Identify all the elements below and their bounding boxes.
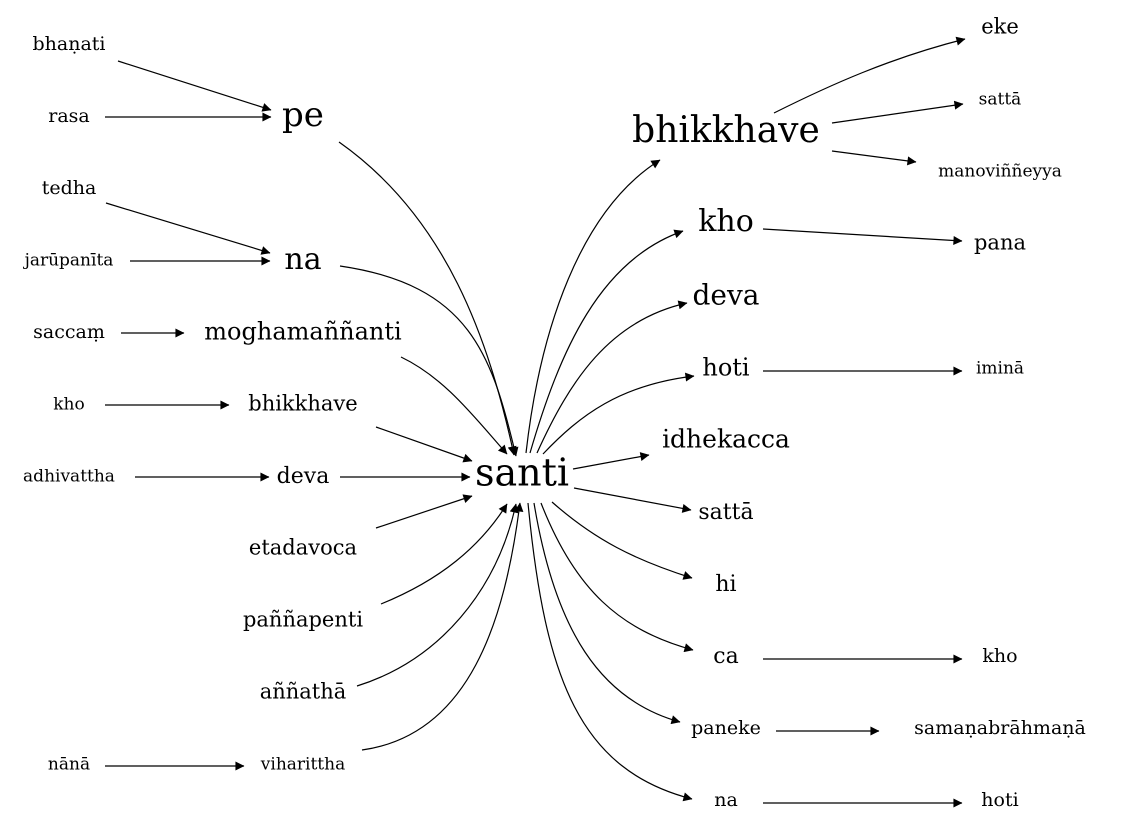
nodes-group: santi bhaṇati rasa pe tedha jarūpanīta na sacca… — [23, 15, 1086, 812]
edge-annatha-to-santi — [356, 503, 519, 687]
edges-group — [105, 36, 966, 808]
node-adhivattha: adhivattha — [23, 467, 115, 487]
edge-pe-to-santi — [338, 141, 517, 456]
node-etadavoca: etadavoca — [249, 536, 357, 560]
node-eke: eke — [981, 15, 1019, 39]
node-satta-r: sattā — [698, 500, 753, 525]
edge-santi-to-satta_r — [573, 487, 692, 513]
node-satta-t: sattā — [979, 90, 1022, 110]
node-annatha: aññathā — [260, 680, 347, 704]
edge-santi-to-ca — [540, 502, 694, 653]
edge-viharittha-to-santi — [361, 502, 524, 751]
node-imina: iminā — [976, 359, 1024, 379]
edge-na_l-to-santi — [339, 265, 519, 457]
node-hi: hi — [715, 572, 736, 597]
node-saccam: saccaṃ — [33, 321, 105, 343]
edge-moghamannanti-to-santi — [400, 356, 508, 455]
edge-santi-to-hi — [551, 501, 693, 580]
node-rasa: rasa — [48, 105, 90, 127]
edge-bhikkhave_l-to-santi — [375, 426, 473, 463]
node-nana: nānā — [48, 755, 90, 775]
edge-bhikkhave_r-to-satta_t — [831, 100, 964, 124]
edge-santi-to-paneke — [533, 502, 681, 725]
node-santi: santi — [475, 451, 569, 495]
edge-santi-to-deva_r — [536, 300, 688, 454]
node-na-l: na — [284, 242, 321, 277]
node-pana: pana — [974, 231, 1026, 255]
edge-bhikkhave_r-to-eke — [773, 36, 966, 114]
node-viharittha: viharittha — [260, 755, 345, 775]
node-idhekacca: idhekacca — [662, 425, 790, 454]
edge-bhanati-to-pe — [117, 60, 272, 112]
node-na-r: na — [714, 789, 738, 811]
edge-santi-to-idhekacca — [572, 452, 650, 470]
edge-pannapenti-to-santi — [380, 503, 508, 605]
node-kho-l: kho — [53, 395, 85, 415]
node-pannapenti: paññapenti — [243, 608, 363, 632]
node-hoti-r: hoti — [702, 354, 750, 382]
node-bhanati: bhaṇati — [32, 33, 105, 55]
edge-etadavoca-to-santi — [375, 494, 473, 529]
node-pe: pe — [282, 95, 324, 135]
node-tedha: tedha — [42, 177, 97, 199]
node-jarupanita: jarūpanīta — [23, 251, 114, 271]
node-kho-r: kho — [698, 204, 754, 239]
node-moghamannanti: moghamaññanti — [204, 318, 402, 346]
edge-santi-to-kho_r — [529, 229, 684, 454]
node-kho-rr: kho — [982, 645, 1017, 667]
node-hoti-rr: hoti — [981, 789, 1018, 811]
node-bhikkhave-l: bhikkhave — [248, 392, 357, 416]
node-deva-l: deva — [277, 464, 330, 489]
edge-santi-to-na_r — [527, 502, 693, 802]
edge-kho_r-to-pana — [762, 228, 963, 245]
node-ca: ca — [713, 644, 738, 669]
edge-tedha-to-na_l — [105, 202, 271, 255]
node-samana: samaṇabrāhmaṇā — [914, 717, 1086, 739]
node-bhikkhave-r: bhikkhave — [632, 110, 820, 151]
edge-bhikkhave_r-to-manovinneyya — [831, 150, 917, 166]
node-deva-r: deva — [692, 279, 759, 312]
node-paneke: paneke — [691, 717, 761, 739]
edge-santi-to-hoti_r — [542, 372, 695, 455]
node-manovinneyya: manoviññeyya — [938, 162, 1062, 182]
edge-santi-to-bhikkhave_r — [525, 159, 661, 454]
